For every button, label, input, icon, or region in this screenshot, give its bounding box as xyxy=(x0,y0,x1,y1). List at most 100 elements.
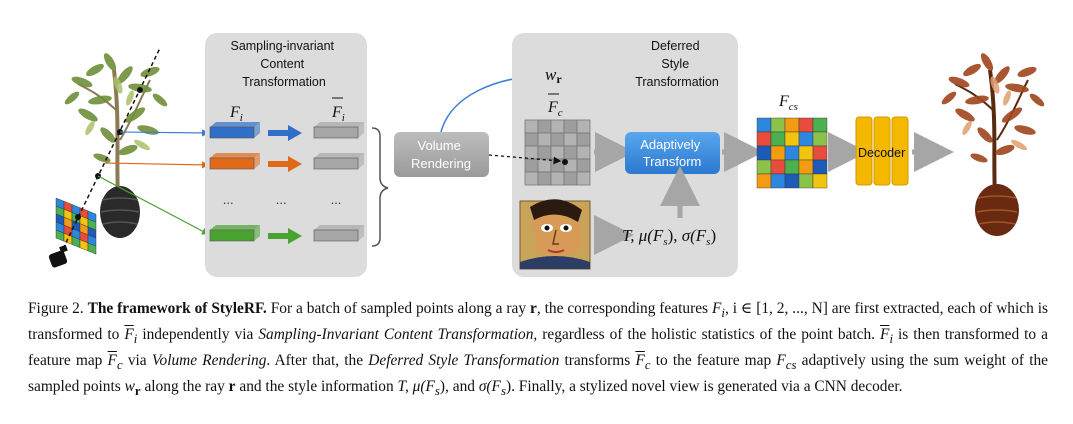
decoder-block xyxy=(855,116,909,186)
content-map-cell xyxy=(563,119,578,134)
transform-arrow-orange xyxy=(268,156,302,172)
style-info-sub-2: s xyxy=(706,236,710,248)
stylized-map-cell xyxy=(770,131,786,147)
svg-text:Sampling-invariant Content: Sampling-invariant Content Transformatio… xyxy=(230,39,337,89)
volume-rendering-box xyxy=(394,132,489,177)
stylized-map-cell xyxy=(798,145,814,161)
stylized-map-cell xyxy=(798,117,814,133)
caption-fcs: F xyxy=(776,352,786,370)
stylized-map-cell xyxy=(756,145,772,161)
ray-to-blue-feature-arrow xyxy=(119,129,210,137)
output-feature-subscript: i xyxy=(342,112,345,124)
caption-fcs-sub: cs xyxy=(785,358,797,373)
style-info-sigma: σ(F xyxy=(682,226,707,245)
stylized-map-cell xyxy=(756,159,772,175)
svg-text:wr: wr xyxy=(545,65,562,86)
content-map-cell xyxy=(576,158,591,173)
caption-text-5: , regardless of the holistic statistics … xyxy=(533,326,876,344)
camera-icon xyxy=(48,244,68,268)
ray-to-green-feature-arrow xyxy=(97,175,210,235)
caption-dst: Deferred Style Transformation xyxy=(368,352,560,370)
caption-text-2: , the corresponding features xyxy=(536,300,709,317)
content-map-label: F xyxy=(547,99,558,116)
style-panel-title-line-1: Deferred xyxy=(651,39,700,53)
svg-text:Fi: Fi xyxy=(331,104,345,124)
output-feature-orange xyxy=(313,153,364,170)
stylized-map-cell xyxy=(770,173,786,189)
content-map-cell xyxy=(550,132,565,147)
input-feature-green xyxy=(209,225,260,242)
stylized-map-cell xyxy=(812,131,828,147)
image-plane-cell xyxy=(87,242,97,255)
caption-text-13: and the style information xyxy=(239,378,394,396)
input-feature-orange xyxy=(209,153,260,170)
caption-wr: w xyxy=(124,378,135,396)
caption-text-6: is then transformed to a feature map xyxy=(28,326,1048,370)
content-map-cell xyxy=(576,145,591,160)
content-map-cell xyxy=(550,119,565,134)
stylized-map-cell xyxy=(784,117,800,133)
svg-text:Fi: Fi xyxy=(229,104,243,124)
caption-fc-1-sub: c xyxy=(116,358,123,373)
content-map-cell xyxy=(576,119,591,134)
ellipsis-left: ... xyxy=(223,192,234,207)
adaptive-line-2: Transform xyxy=(643,154,702,169)
caption-fbar-1-idx: i xyxy=(133,332,138,347)
caption-text-1: For a batch of sampled points along a ra… xyxy=(270,300,527,317)
content-panel-title-line-1: Sampling-invariant xyxy=(230,39,334,53)
stylized-map-cell xyxy=(756,173,772,189)
caption-fc-2-sub: c xyxy=(644,358,651,373)
transform-arrow-blue xyxy=(268,125,302,141)
stylized-plant-image xyxy=(941,53,1045,236)
output-map-subscript: cs xyxy=(789,101,798,113)
volume-rendering-line-2: Rendering xyxy=(411,156,471,171)
caption-fbar-2: F xyxy=(880,326,890,344)
style-info-mid: ), xyxy=(668,226,682,245)
input-plant-image xyxy=(64,53,168,238)
weight-label: w xyxy=(545,65,557,84)
caption-fc-1: F xyxy=(107,352,117,370)
caption-ray: r xyxy=(530,300,537,317)
stylized-map-cell xyxy=(812,145,828,161)
content-panel-title-line-2: Content xyxy=(260,57,304,71)
caption-text-4: independently via xyxy=(142,326,254,344)
caption-s-sub-1: s xyxy=(434,384,440,399)
content-map-cell xyxy=(563,132,578,147)
figure-caption: Figure 2. The framework of StyleRF. For … xyxy=(28,298,1048,402)
caption-vr: Volume Rendering xyxy=(151,352,267,370)
output-feature-green xyxy=(313,225,364,242)
caption-close-1: ) xyxy=(439,378,446,396)
stylized-map-cell xyxy=(756,117,772,133)
content-map-cell xyxy=(563,171,578,186)
adaptive-transform-box xyxy=(625,132,720,174)
stylized-map-cell xyxy=(784,145,800,161)
content-map-cell xyxy=(537,171,552,186)
rendered-pixel-point xyxy=(562,159,568,165)
content-map-cell xyxy=(524,171,539,186)
caption-text-10: to the feature map xyxy=(655,352,772,370)
content-map-cell xyxy=(524,119,539,134)
content-map-cell xyxy=(524,158,539,173)
output-feature-label: F xyxy=(331,104,342,121)
caption-fbar-1: F xyxy=(124,326,134,344)
camera-image-plane xyxy=(55,197,97,255)
caption-sigma: σ(F xyxy=(478,378,501,396)
camera-ray xyxy=(59,47,161,256)
stylized-map-cell xyxy=(798,173,814,189)
input-feature-subscript: i xyxy=(240,112,243,124)
caption-sict: Sampling-Invariant Content Transformatio… xyxy=(258,326,534,344)
style-info-T-mu: T, μ(F xyxy=(622,226,664,245)
decoder-label: Decoder xyxy=(858,146,905,160)
ellipsis-middle: ... xyxy=(276,192,287,207)
content-map-cell xyxy=(537,145,552,160)
style-image xyxy=(519,199,591,270)
style-panel-title-line-3: Transformation xyxy=(635,75,719,89)
style-info-close: ) xyxy=(710,226,716,245)
adaptive-line-1: Adaptively xyxy=(640,137,700,152)
caption-text-12: along the ray xyxy=(144,378,225,396)
content-transformation-panel xyxy=(205,33,367,277)
ray-to-orange-feature-arrow xyxy=(104,161,210,169)
content-map-cell xyxy=(537,119,552,134)
caption-text-15: . Finally, a stylized novel view is gene… xyxy=(511,378,903,396)
